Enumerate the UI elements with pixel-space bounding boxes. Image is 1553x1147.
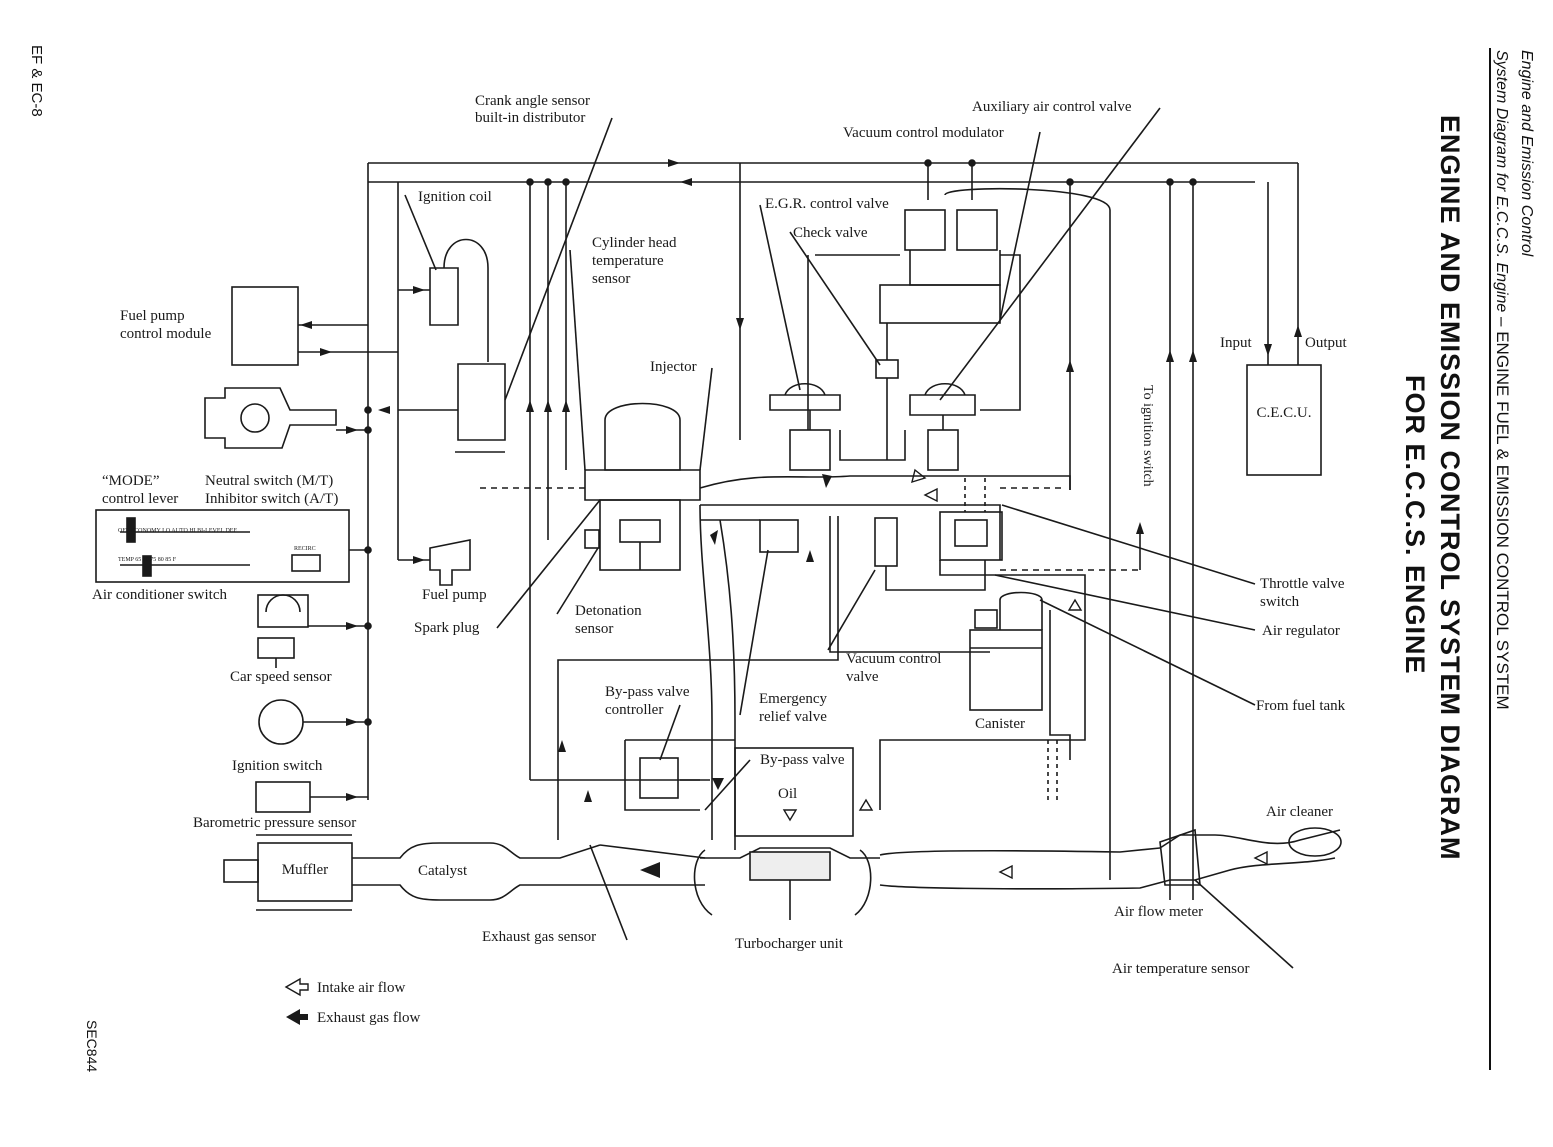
side-header-line1: Engine and Emission Control (1518, 50, 1535, 257)
label-bypass-controller-1: By-pass valve (605, 684, 690, 700)
label-emergency-1: Emergency (759, 691, 828, 707)
label-catalyst: Catalyst (418, 863, 468, 879)
label-vacuum-control-valve-1: Vacuum control (846, 651, 942, 667)
label-check-valve: Check valve (793, 225, 868, 241)
label-emergency-2: relief valve (759, 709, 827, 725)
lever-panel-recirc: RECIRC (294, 546, 316, 552)
label-ac-switch: Air conditioner switch (92, 587, 227, 603)
label-air-flow-meter: Air flow meter (1114, 904, 1204, 920)
label-fuel-pump-module-1: Fuel pump (120, 308, 185, 324)
label-aux-air-control-valve: Auxiliary air control valve (972, 99, 1132, 115)
label-output: Output (1305, 335, 1347, 351)
label-vacuum-control-valve-2: valve (846, 669, 879, 685)
title-line2: FOR E.C.C.S. ENGINE (1400, 375, 1430, 675)
lever-panel-row1: OFF ECONOMY LO AUTO HI BI-LEVEL DEF (118, 528, 237, 534)
side-header-line2-italic: System Diagram for E.C.C.S. Engine (1493, 50, 1510, 313)
label-neutral-switch: Neutral switch (M/T) (205, 473, 334, 489)
side-header-line2: System Diagram for E.C.C.S. Engine – ENG… (1492, 50, 1512, 710)
label-air-temp-sensor: Air temperature sensor (1112, 961, 1250, 977)
label-crank-angle-sensor-2: built-in distributor (475, 110, 586, 126)
page-ref: EF & EC-8 (28, 45, 45, 117)
label-cecu: C.E.C.U. (1256, 405, 1312, 421)
label-vacuum-control-modulator: Vacuum control modulator (843, 125, 1004, 141)
label-oil: Oil (778, 786, 798, 802)
label-mode-1: “MODE” (102, 473, 160, 489)
label-exhaust-gas-sensor: Exhaust gas sensor (482, 929, 597, 945)
label-egr-control-valve: E.G.R. control valve (765, 196, 889, 212)
label-cylinder-head-1: Cylinder head (592, 235, 677, 251)
label-bypass-controller-2: controller (605, 702, 664, 718)
label-muffler: Muffler (281, 862, 329, 878)
label-canister: Canister (975, 716, 1025, 732)
legend-exhaust-gas-flow: Exhaust gas flow (317, 1010, 421, 1026)
label-air-regulator: Air regulator (1262, 623, 1340, 639)
label-to-ignition-switch-text: To ignition switch (1140, 385, 1155, 487)
legend-exhaust-arrow-icon (286, 1009, 308, 1025)
label-ignition-switch: Ignition switch (232, 758, 323, 774)
label-barometric-sensor: Barometric pressure sensor (193, 815, 357, 831)
label-mode-2: control lever (102, 491, 179, 507)
legend-intake-air-flow: Intake air flow (317, 980, 406, 996)
label-turbocharger: Turbocharger unit (735, 936, 843, 952)
label-spark-plug: Spark plug (414, 620, 480, 636)
label-injector: Injector (650, 359, 697, 375)
label-inhibitor-switch: Inhibitor switch (A/T) (205, 491, 339, 507)
side-header-line2-rest: ENGINE FUEL & EMISSION CONTROL SYSTEM (1493, 331, 1512, 710)
label-detonation-2: sensor (575, 621, 614, 637)
legend-intake-arrow-icon (284, 977, 309, 997)
label-cylinder-head-3: sensor (592, 271, 631, 287)
label-bypass-valve: By-pass valve (760, 752, 845, 768)
label-throttle-valve-1: Throttle valve (1260, 576, 1345, 592)
label-throttle-valve-2: switch (1260, 594, 1300, 610)
label-fuel-pump-module-2: control module (120, 326, 212, 342)
side-rule (1489, 48, 1491, 1070)
side-header-line2-dash: – (1493, 312, 1512, 332)
label-car-speed-sensor: Car speed sensor (230, 669, 332, 685)
label-fuel-pump: Fuel pump (422, 587, 487, 603)
lever-panel-row2: TEMP 65 70 75 80 85 F (118, 557, 177, 563)
label-input: Input (1220, 335, 1252, 351)
label-from-fuel-tank: From fuel tank (1256, 698, 1346, 714)
figure-code: SEC844 (84, 1020, 100, 1073)
label-to-ignition-switch: To ignition switch (1138, 385, 1157, 487)
label-ignition-coil: Ignition coil (418, 189, 492, 205)
label-cylinder-head-2: temperature (592, 253, 664, 269)
label-detonation-1: Detonation (575, 603, 642, 619)
label-crank-angle-sensor: Crank angle sensor (475, 93, 590, 109)
label-air-cleaner: Air cleaner (1266, 804, 1334, 820)
title-line1: ENGINE AND EMISSION CONTROL SYSTEM DIAGR… (1435, 115, 1465, 861)
